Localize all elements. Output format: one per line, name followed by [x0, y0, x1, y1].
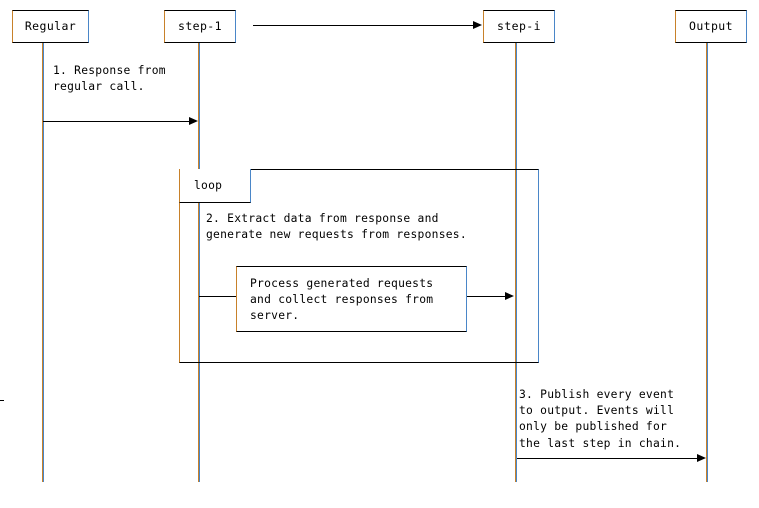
message-line-chain	[253, 25, 475, 26]
participant-label-step-i: step-i	[497, 18, 541, 33]
lifeline-step-i	[515, 43, 517, 482]
message-line-process-left	[199, 296, 236, 297]
message-arrowhead-publish-events	[697, 454, 706, 462]
participant-regular[interactable]: Regular	[12, 10, 89, 43]
participant-label-step-1: step-1	[178, 18, 222, 33]
message-line-regular-response	[43, 121, 190, 122]
message-arrowhead-process	[505, 292, 514, 300]
loop-fragment-operator-label: loop	[179, 169, 251, 203]
message-line-publish-events	[517, 458, 698, 459]
lifeline-step-1	[198, 43, 200, 482]
participant-step-i[interactable]: step-i	[483, 10, 555, 43]
participant-label-output: Output	[689, 18, 733, 33]
loop-operator-text: loop	[194, 178, 223, 192]
message-label-regular-response: 1. Response from regular call.	[53, 64, 166, 94]
message-label-publish-events: 3. Publish every event to output. Events…	[519, 388, 682, 450]
lifeline-output	[706, 43, 708, 482]
message-line-process-right	[467, 296, 507, 297]
participant-label-regular: Regular	[24, 18, 77, 33]
note-process-requests: Process generated requests and collect r…	[236, 266, 467, 332]
lifeline-regular	[42, 43, 44, 482]
loop-fragment	[179, 169, 539, 363]
message-arrowhead-chain	[473, 21, 482, 29]
participant-step-1[interactable]: step-1	[164, 10, 236, 43]
message-arrowhead-regular-response	[189, 117, 198, 125]
participant-output[interactable]: Output	[675, 10, 747, 43]
edge-artifact	[0, 400, 4, 401]
loop-body-text: 2. Extract data from response and genera…	[206, 212, 467, 242]
